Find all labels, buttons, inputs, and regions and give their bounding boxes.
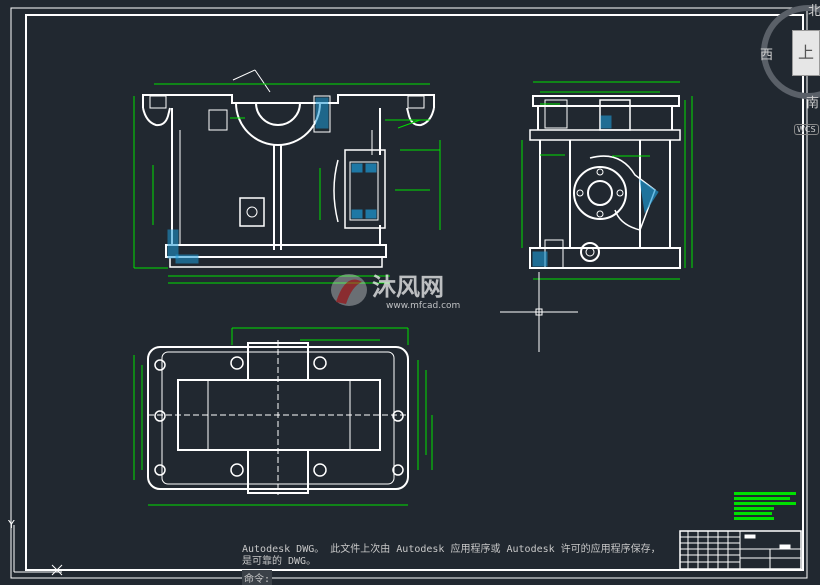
viewcube-south-label[interactable]: 南 <box>806 96 820 111</box>
ucs-y-label: Y <box>7 518 15 531</box>
command-history: Autodesk DWG。 此文件上次由 Autodesk 应用程序或 Auto… <box>242 544 661 567</box>
site-watermark <box>331 274 367 306</box>
technical-notes-block <box>734 492 796 520</box>
wcs-menu-button[interactable]: WCS <box>794 124 819 135</box>
viewcube-north-label[interactable]: 北 <box>808 4 820 19</box>
side-view[interactable] <box>529 95 681 269</box>
top-view-dimensions <box>133 327 433 506</box>
front-view[interactable] <box>142 69 435 268</box>
command-prompt[interactable]: 命令: <box>242 570 273 585</box>
ucs-icon <box>13 525 63 576</box>
top-view[interactable] <box>147 340 409 495</box>
viewcube-ring[interactable] <box>761 5 820 99</box>
viewcube-west-label[interactable]: 西 <box>760 48 774 63</box>
watermark-url: www.mfcad.com <box>386 301 460 311</box>
side-view-dimensions <box>521 81 693 280</box>
crosshair-cursor <box>500 272 578 352</box>
viewcube-top-face[interactable]: 上 <box>792 30 820 76</box>
drawing-border <box>10 7 808 579</box>
watermark-brand: 沐风网 <box>372 273 444 301</box>
side-view-hatch <box>532 115 659 267</box>
front-view-hatch <box>167 97 377 264</box>
title-block[interactable] <box>679 530 802 570</box>
